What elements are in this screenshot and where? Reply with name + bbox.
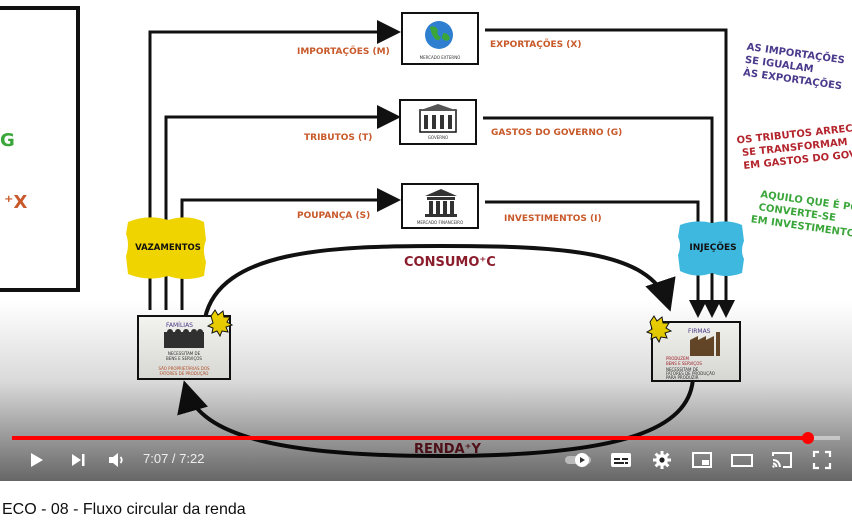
cast-icon (771, 451, 793, 469)
familias-box: FAMÍLIAS NECESSITAM DE BENS E SERVIÇOS S… (137, 309, 234, 380)
miniplayer-icon (691, 451, 713, 469)
familias-line2: BENS E SERVIÇOS (166, 356, 202, 361)
time-current: 7:07 (143, 451, 169, 466)
consumo-label: CONSUMO⁺C (404, 255, 496, 270)
government-box-caption: GOVERNO (428, 135, 448, 140)
spark-icon (645, 315, 673, 344)
theater-mode-icon (730, 451, 754, 469)
injecoes-label: INJEÇÕES (689, 241, 736, 253)
volume-icon (106, 450, 126, 470)
consumo-arrow (203, 243, 676, 319)
fullscreen-button[interactable] (806, 444, 838, 476)
fullscreen-icon (812, 450, 832, 470)
video-player[interactable]: G ⁺X MERCADO EXTERNO (0, 0, 852, 481)
vazamentos-highlight: VAZAMENTOS (126, 217, 206, 279)
cast-button[interactable] (766, 444, 798, 476)
poupanca-label: POUPANÇA (S) (297, 211, 370, 221)
time-display: 7:07 / 7:22 (143, 451, 204, 466)
time-separator: / (168, 451, 180, 466)
bank-box-caption: MERCADO FINANCEIRO (417, 220, 463, 225)
autoplay-toggle[interactable] (562, 444, 596, 476)
vazamentos-label: VAZAMENTOS (135, 243, 201, 253)
note-taxes: OS TRIBUTOS ARRECAD SE TRANSFORMAM EM GA… (736, 122, 852, 172)
autoplay-toggle-icon (564, 452, 594, 468)
injecoes-highlight: INJEÇÕES (678, 221, 744, 276)
family-crowd-icon (164, 329, 204, 348)
progress-bar[interactable] (12, 432, 840, 444)
bank-icon (425, 189, 457, 217)
play-button[interactable] (20, 444, 52, 476)
firmas-line5: PARA PRODUZIR (666, 375, 699, 380)
miniplayer-button[interactable] (686, 444, 718, 476)
familias-title: FAMÍLIAS (166, 322, 193, 329)
globe-icon (425, 21, 453, 49)
gear-icon (652, 450, 672, 470)
note-imports: AS IMPORTAÇÕES SE IGUALAM ÀS EXPORTAÇÕES (742, 40, 845, 92)
tributos-label: TRIBUTOS (T) (304, 133, 372, 143)
note-investments: AQUILO QUE É POU CONVERTE-SE EM INVESTIM… (750, 187, 852, 240)
government-box: GOVERNO (399, 99, 477, 145)
next-icon (68, 450, 88, 470)
theater-mode-button[interactable] (726, 444, 758, 476)
video-frame: G ⁺X MERCADO EXTERNO (0, 6, 852, 459)
subtitles-icon (610, 451, 632, 469)
play-icon (26, 450, 46, 470)
gastos-label: GASTOS DO GOVERNO (G) (491, 128, 622, 138)
foreign-market-box: MERCADO EXTERNO (401, 12, 479, 65)
control-bar: 7:07 / 7:22 (0, 444, 852, 476)
partial-x-label: ⁺X (4, 192, 28, 213)
settings-button[interactable] (646, 444, 678, 476)
firmas-box: FIRMAS PRODUZEM BENS E SERVIÇOS NECESSIT… (645, 315, 741, 382)
progress-fill (12, 436, 808, 440)
familias-line4: FATORES DE PRODUÇÃO (160, 371, 209, 376)
mute-button[interactable] (100, 444, 132, 476)
time-total: 7:22 (179, 451, 205, 466)
government-building-icon (418, 104, 458, 133)
video-title: ECO - 08 - Fluxo circular da renda (2, 501, 246, 518)
firmas-line2: BENS E SERVIÇOS (666, 361, 702, 366)
firmas-title: FIRMAS (688, 328, 711, 335)
importacoes-label: IMPORTAÇÕES (M) (297, 45, 390, 57)
progress-scrubber[interactable] (801, 432, 814, 444)
financial-market-box: MERCADO FINANCEIRO (401, 183, 479, 229)
partial-g-label: G (0, 130, 15, 151)
world-box-caption: MERCADO EXTERNO (420, 55, 461, 60)
next-button[interactable] (62, 444, 94, 476)
exportacoes-label: EXPORTAÇÕES (X) (490, 38, 581, 50)
subtitles-button[interactable] (605, 444, 637, 476)
partial-box-left (0, 6, 80, 292)
investimentos-label: INVESTIMENTOS (I) (504, 214, 602, 224)
